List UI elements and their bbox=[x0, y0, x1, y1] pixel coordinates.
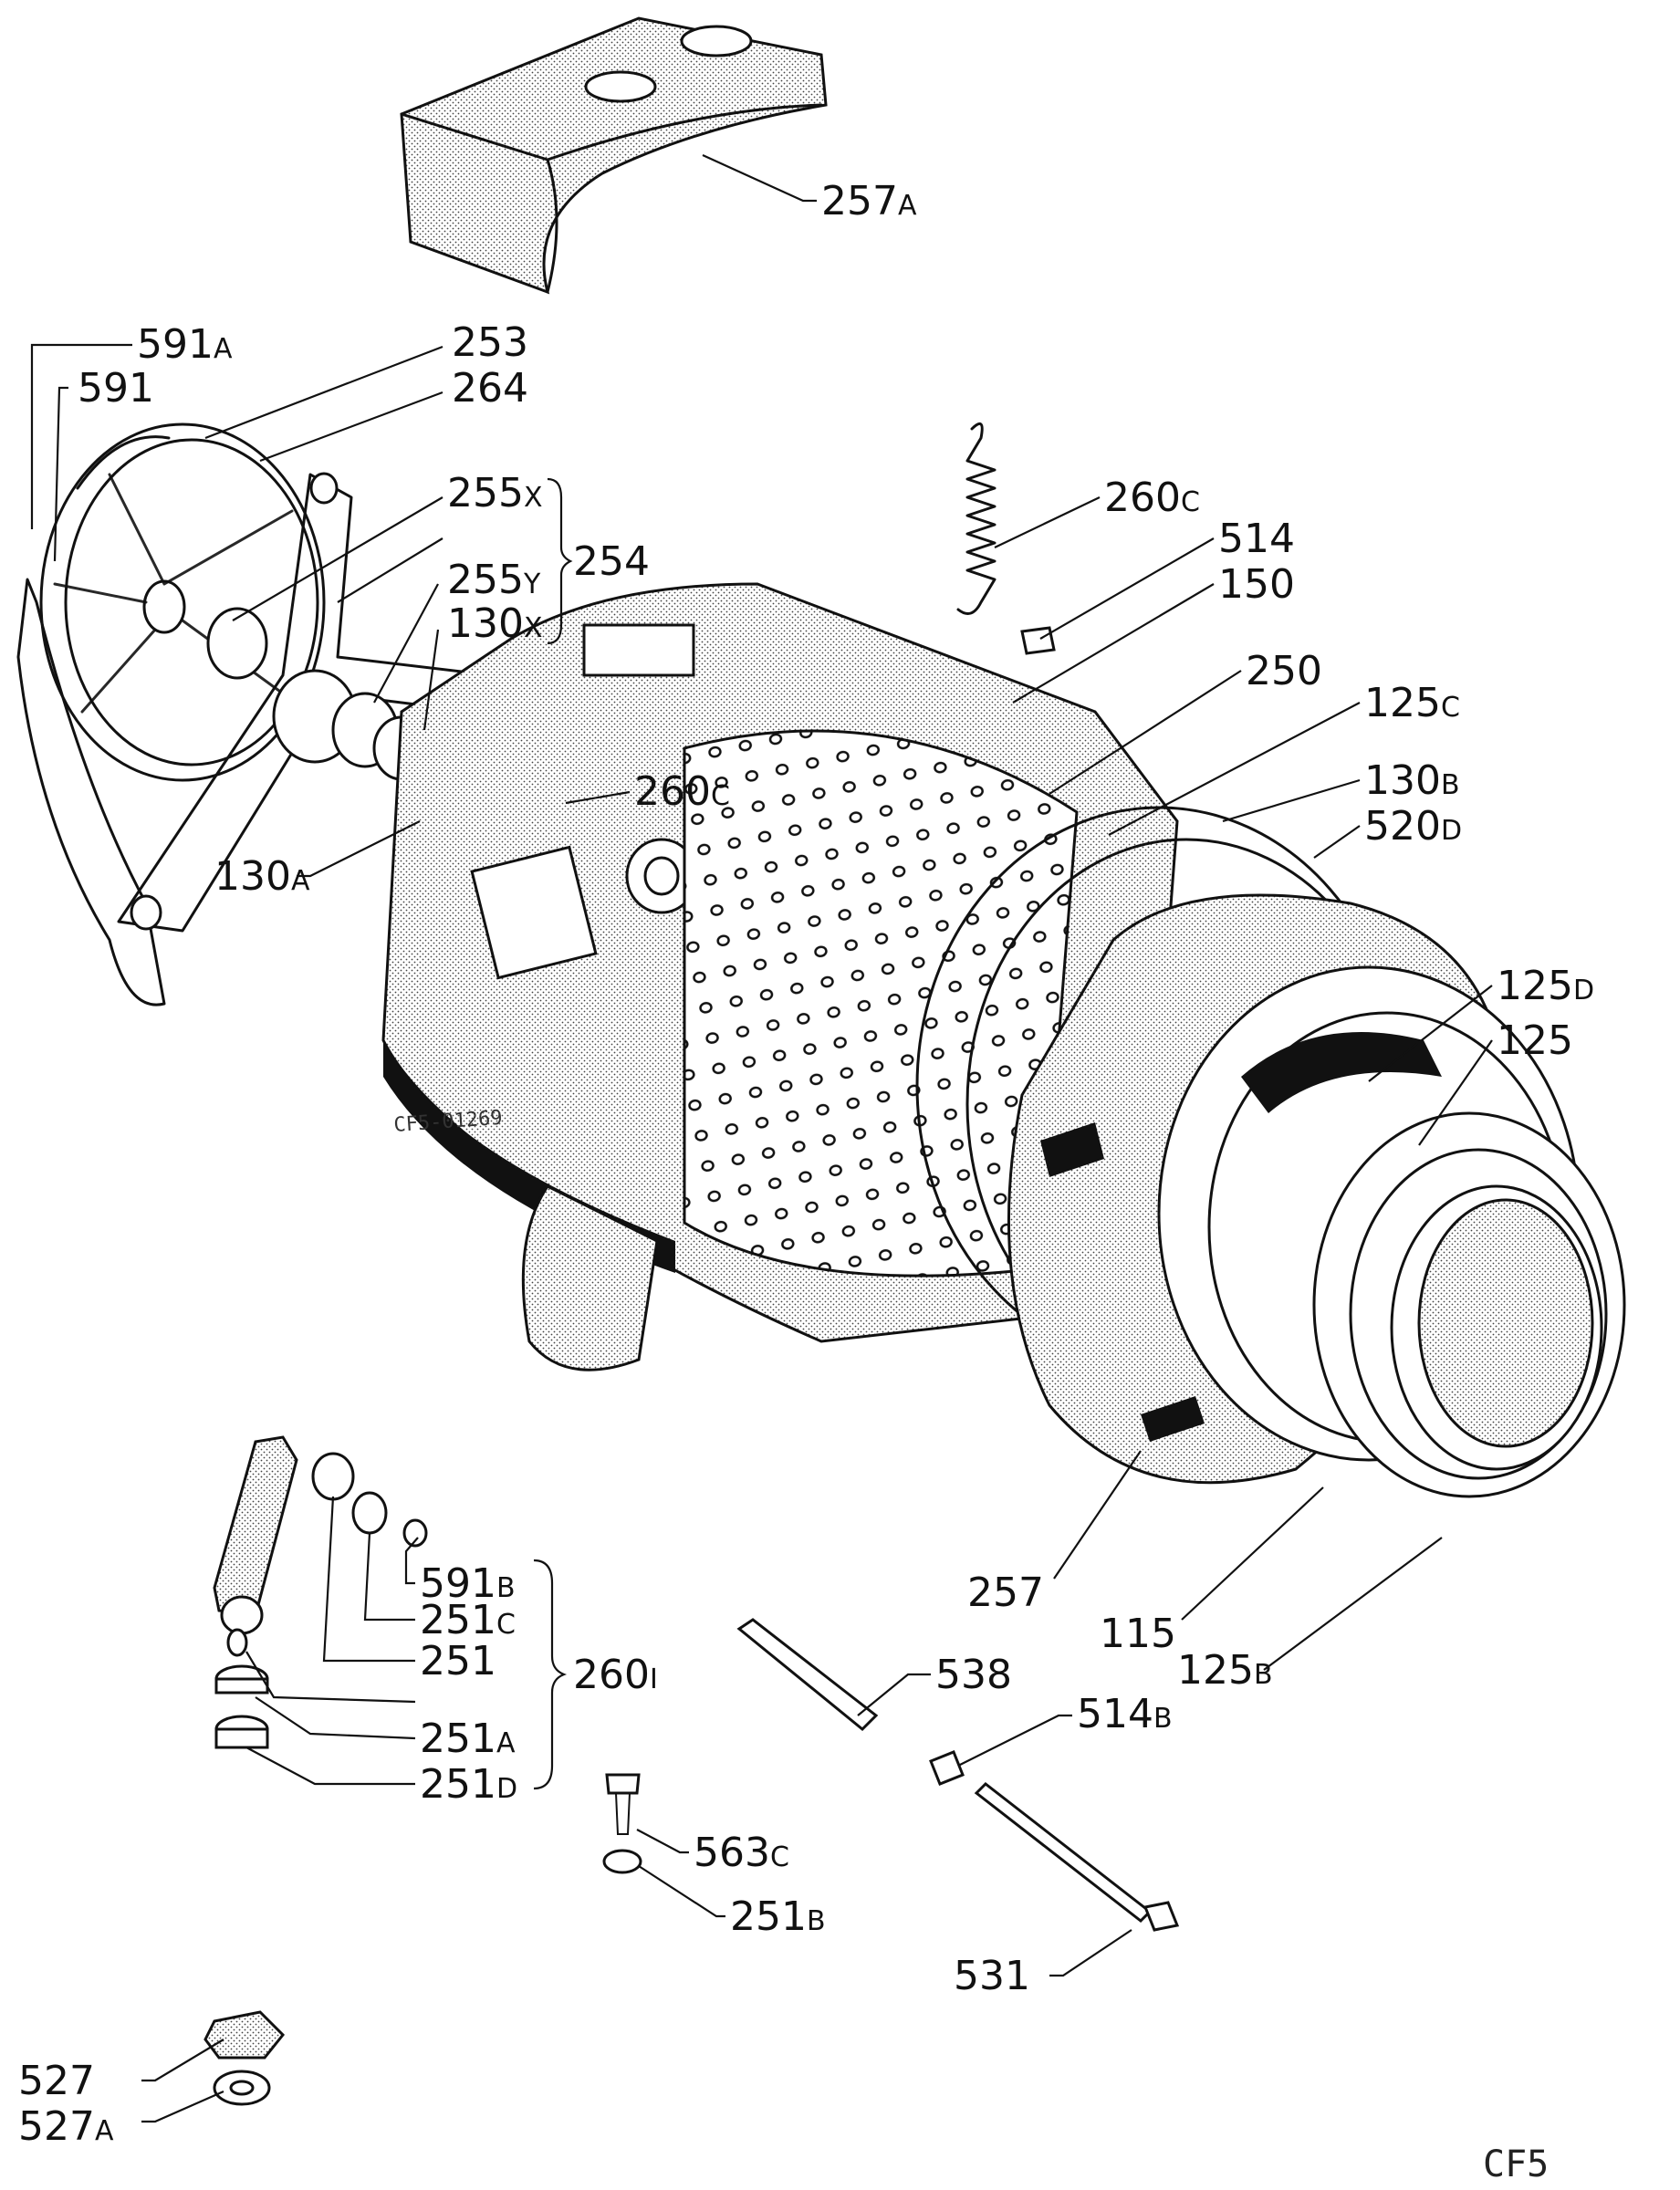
callout-125: 125 bbox=[1497, 1017, 1573, 1064]
callout-563c: 563C bbox=[694, 1830, 789, 1876]
callout-130a: 130A bbox=[214, 853, 310, 900]
callout-257a: 257A bbox=[821, 178, 917, 224]
callout-253: 253 bbox=[452, 319, 528, 366]
shock-absorber-illustration bbox=[213, 1435, 428, 1749]
callout-255x: 255X bbox=[447, 470, 543, 516]
drive-pulley-illustration bbox=[39, 422, 326, 782]
callout-251b: 251B bbox=[730, 1893, 826, 1940]
callout-514b: 514B bbox=[1077, 1691, 1173, 1737]
suspension-spring-top-illustration bbox=[956, 422, 997, 615]
callout-260c-top: 260C bbox=[1104, 474, 1200, 521]
callout-125b: 125B bbox=[1177, 1647, 1273, 1694]
callout-251c: 251C bbox=[420, 1597, 516, 1643]
callout-527: 527 bbox=[18, 2058, 95, 2104]
callout-591b: 591B bbox=[420, 1560, 516, 1607]
counterweight-block-illustration bbox=[400, 16, 828, 295]
callout-125d: 125D bbox=[1497, 963, 1594, 1009]
screw-and-washer-illustration bbox=[602, 1773, 642, 1874]
callout-591a: 591A bbox=[137, 321, 233, 368]
callout-260c-mid: 260C bbox=[634, 768, 730, 815]
front-seal-bellows-illustration bbox=[915, 806, 1626, 1498]
callout-520d: 520D bbox=[1364, 803, 1462, 850]
callout-257: 257 bbox=[967, 1570, 1044, 1616]
long-bolt-illustration bbox=[929, 1750, 1180, 1932]
callout-115: 115 bbox=[1100, 1611, 1176, 1657]
callout-130b: 130B bbox=[1364, 757, 1460, 804]
diagram-code: CF5 bbox=[1483, 2143, 1549, 2185]
callout-251d: 251D bbox=[420, 1761, 517, 1808]
callout-531: 531 bbox=[954, 1953, 1030, 1999]
callout-255y: 255Y bbox=[447, 557, 541, 603]
callout-251a: 251A bbox=[420, 1716, 516, 1762]
callout-250: 250 bbox=[1246, 648, 1322, 694]
callout-254: 254 bbox=[573, 538, 650, 585]
drive-belt-illustration bbox=[16, 578, 166, 1006]
callout-591: 591 bbox=[78, 365, 154, 412]
callout-130x: 130X bbox=[447, 600, 543, 647]
callout-251: 251 bbox=[420, 1638, 496, 1684]
callout-125c: 125C bbox=[1364, 680, 1460, 726]
foot-nut-illustration bbox=[203, 2010, 286, 2106]
callout-labels: 257A 591A 591 253 264 255X 254 255Y 130X… bbox=[18, 178, 1594, 2150]
leader-lines bbox=[30, 153, 1493, 2123]
callout-150: 150 bbox=[1218, 561, 1295, 608]
pin-538-illustration bbox=[736, 1618, 879, 1732]
callout-264: 264 bbox=[452, 365, 528, 412]
callout-514: 514 bbox=[1218, 516, 1295, 562]
fitting-514-illustration bbox=[1020, 626, 1056, 655]
callout-538: 538 bbox=[935, 1652, 1012, 1698]
callout-260i: 260I bbox=[573, 1652, 658, 1698]
callout-527a: 527A bbox=[18, 2103, 114, 2150]
